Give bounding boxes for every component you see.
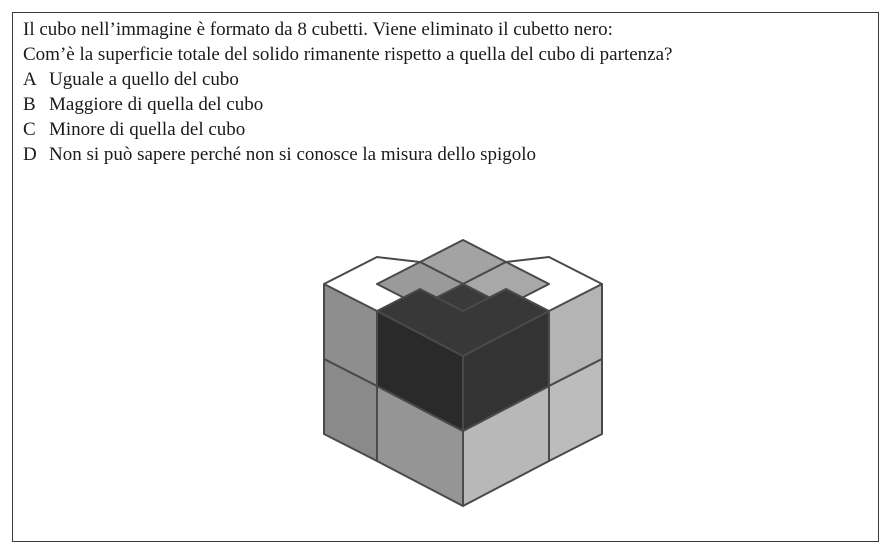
right-face-lower-right [548, 358, 603, 462]
option-b[interactable]: B Maggiore di quella del cubo [23, 92, 873, 117]
option-text: Uguale a quello del cubo [49, 69, 239, 90]
option-a[interactable]: A Uguale a quello del cubo [23, 67, 873, 92]
option-text: Maggiore di quella del cubo [49, 94, 264, 115]
cube-figure [318, 234, 608, 524]
question-line-1: Il cubo nell’immagine è formato da 8 cub… [23, 19, 613, 40]
option-letter: D [23, 144, 37, 165]
question-line-2: Com’è la superficie totale del solido ri… [23, 44, 673, 65]
option-d[interactable]: D Non si può sapere perché non si conosc… [23, 142, 873, 167]
top-left-edge [323, 256, 421, 285]
option-text: Minore di quella del cubo [49, 119, 246, 140]
option-c[interactable]: C Minore di quella del cubo [23, 117, 873, 142]
top-right-edge [505, 256, 603, 285]
cube-with-removed-corner-icon [323, 239, 603, 507]
option-letter: B [23, 94, 36, 115]
option-letter: A [23, 69, 37, 90]
cavity-top [376, 288, 550, 357]
option-text: Non si può sapere perché non si conosce … [49, 144, 537, 165]
answer-options: A Uguale a quello del cubo B Maggiore di… [23, 67, 873, 167]
question-block: Il cubo nell’immagine è formato da 8 cub… [23, 17, 873, 167]
option-letter: C [23, 119, 36, 140]
